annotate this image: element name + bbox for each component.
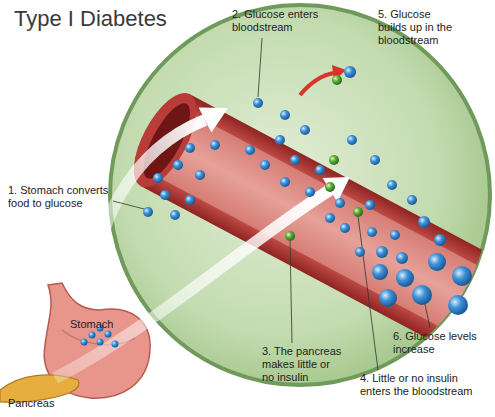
glucose-molecule [245,145,255,155]
glucose-molecule [347,135,357,145]
glucose-molecule [372,264,388,280]
buildup-arrow [300,73,334,95]
glucose-molecule [340,223,350,233]
glucose-molecule [173,160,183,170]
glucose-molecule [396,269,414,287]
leader-lines [113,38,430,370]
glucose-molecule [315,165,325,175]
step-label: 4. Little or no insulin enters the blood… [360,372,485,398]
step-label: 2. Glucose enters bloodstream [232,8,332,34]
glucose-molecule [275,135,285,145]
molecules [81,66,473,348]
glucose-molecule [89,332,96,339]
step-label: 1. Stomach converts food to glucose [8,184,120,210]
glucose-molecule [367,227,377,237]
glucose-molecule [260,160,270,170]
glucose-molecule [355,247,365,257]
glucose-molecule [325,213,335,223]
glucose-molecule [448,295,468,315]
glucose-molecule [305,187,315,197]
glucose-molecule [434,234,446,246]
glucose-molecule [396,252,408,264]
glucose-molecule [81,339,88,346]
glucose-molecule [160,190,170,200]
insulin-molecule [329,155,339,165]
vessel-tube [141,94,495,383]
glucose-molecule [153,173,163,183]
leader-line [290,241,292,343]
glucose-molecule [143,207,153,217]
leader-line [113,201,148,210]
glucose-molecule [105,331,112,338]
step-label: 5. Glucose builds up in the bloodstream [378,8,460,47]
flow-arrow [95,120,205,300]
glucose-molecule [376,246,388,258]
insulin-molecule [285,231,295,241]
step-label: 3. The pancreas makes little or no insul… [262,345,344,384]
glucose-molecule [112,341,119,348]
glucose-molecule [280,177,290,187]
glucose-molecule [280,110,290,120]
glucose-molecule [185,143,195,153]
glucose-molecule [407,195,417,205]
glucose-molecule [365,200,375,210]
insulin-molecule [332,75,342,85]
glucose-molecule [428,253,446,271]
organ-label: Pancreas [8,397,78,410]
leader-line [358,216,378,370]
leader-line [258,38,262,97]
organ-label: Stomach [70,318,130,331]
glucose-molecule [253,98,263,108]
glucose-molecule [387,180,397,190]
step-label: 6. Glucose levels increase [393,330,488,356]
glucose-molecule [335,198,345,208]
glucose-molecule [390,230,400,240]
glucose-molecule [344,66,356,78]
leader-line [425,304,430,328]
glucose-molecule [210,140,220,150]
glucose-molecule [370,155,380,165]
glucose-molecule [170,210,180,220]
vessel-lumen [148,108,495,369]
glucose-molecule [412,285,432,305]
insulin-molecule [325,182,335,192]
glucose-molecule [379,289,397,307]
glucose-molecule [195,170,205,180]
glucose-molecule [418,216,430,228]
glucose-molecule [185,195,195,205]
insulin-molecule [353,207,363,217]
diagram-title: Type I Diabetes [14,6,167,32]
flow-arrowhead [199,108,228,133]
glucose-molecule [452,266,472,286]
flow-arrowhead [323,177,350,202]
glucose-molecule [290,155,300,165]
glucose-molecule [97,339,104,346]
glucose-molecule [300,125,310,135]
